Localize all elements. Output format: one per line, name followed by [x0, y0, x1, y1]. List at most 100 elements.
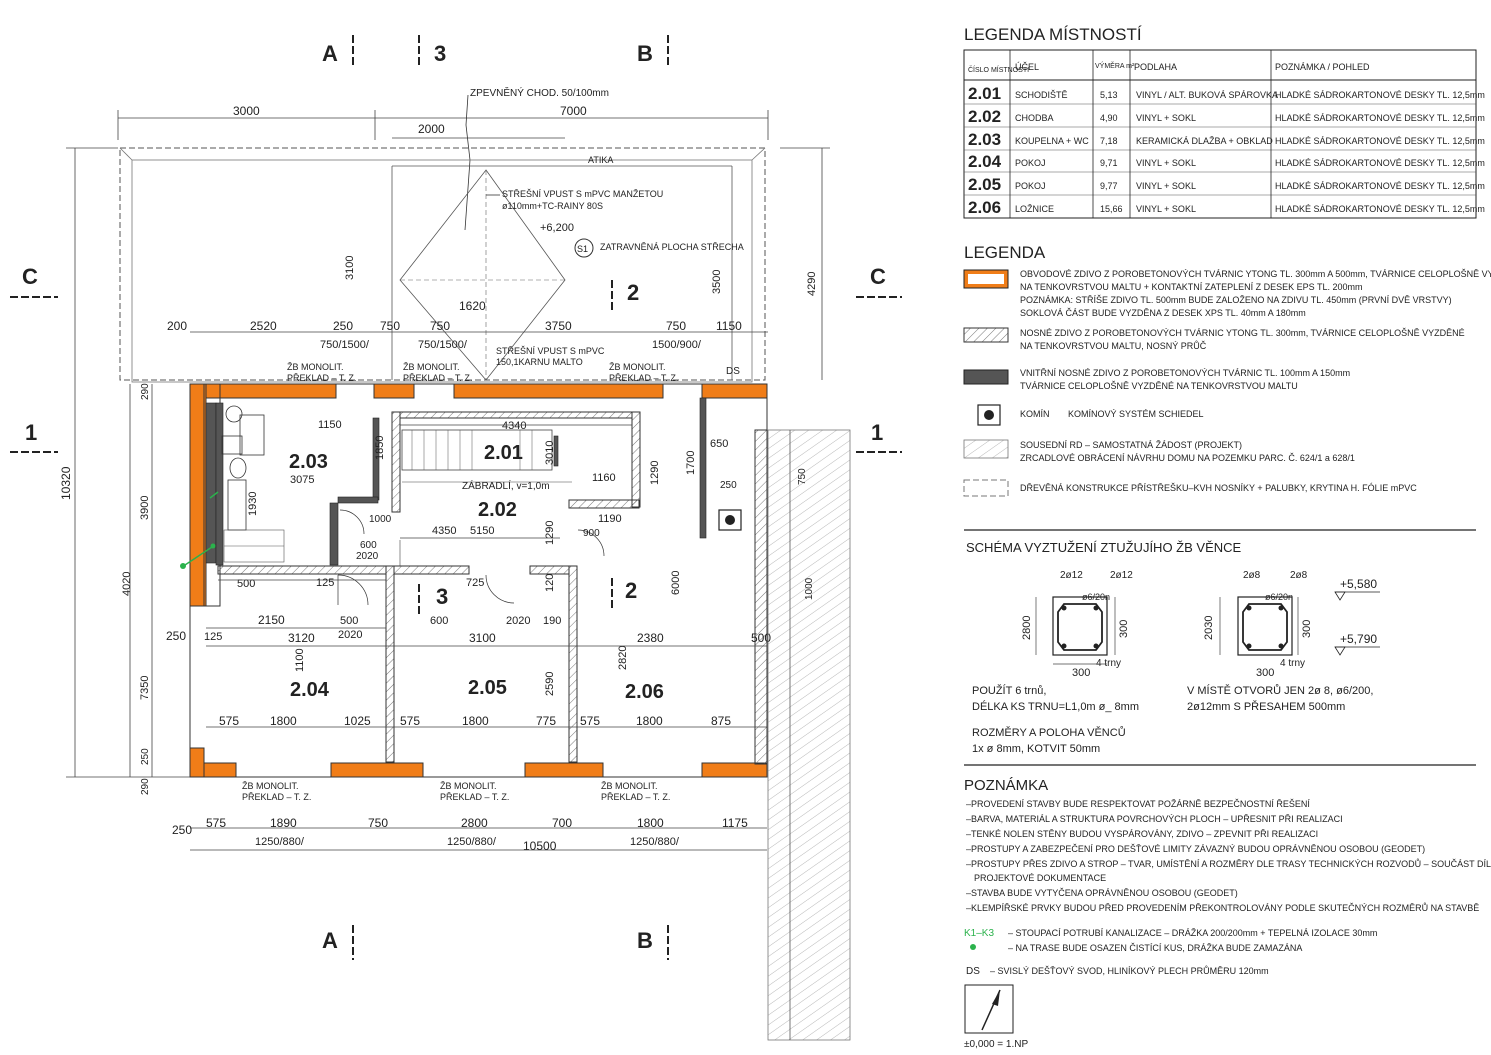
- atika-label: ATIKA: [588, 155, 613, 165]
- wall-top-3: [453, 383, 664, 399]
- schema-l-note2: DÉLKA KS TRNU=L1,0m ø_ 8mm: [972, 700, 1139, 713]
- schema-l-trny: 4 trny: [1096, 658, 1121, 669]
- dim-120: 120: [544, 574, 556, 592]
- section-2-mid: 2: [625, 578, 637, 603]
- legend-gray-1: TVÁRNICE CELOPLOŠNĚ VYZDĚNÉ NA TENKOVRST…: [1020, 381, 1298, 391]
- legend-orange-0: OBVODOVÉ ZDIVO Z POROBETONOVÝCH TVÁRNIC …: [1020, 269, 1491, 279]
- note-2: –TENKÉ NOLEN STĚNY BUDOU VYSPÁROVÁNY, ZD…: [966, 829, 1318, 839]
- room-legend-title: LEGENDA MÍSTNOSTÍ: [964, 25, 1142, 44]
- dim-bot1-0: 575: [219, 714, 239, 728]
- schema-l-h: 2800: [1021, 616, 1033, 640]
- dim-5150: 5150: [470, 525, 494, 537]
- dim-500-b: 500: [340, 615, 358, 627]
- bottom-dimensions: 250 575 1890 750 2800 700 1800 1175 1250…: [172, 816, 767, 853]
- dim-bot2-4: 700: [552, 816, 572, 830]
- room-row-4-col-0: 2.05: [968, 175, 1001, 194]
- room-row-0-col-0: 2.01: [968, 84, 1001, 103]
- opening-bot-1: 1250/880/: [447, 836, 497, 848]
- dims-row-top: 200 2520 250 750 750 3750 750 1150 750/1…: [167, 319, 768, 383]
- dim-bot2-3: 2800: [461, 816, 488, 830]
- dim-top-5: 3750: [545, 319, 572, 333]
- vpust1-label-a: STŘEŠNÍ VPUST S mPVC MANŽETOU: [502, 189, 663, 199]
- dim-500-right: 500: [751, 631, 771, 645]
- dim-4290: 4290: [806, 272, 818, 296]
- section-3-top: 3: [434, 41, 446, 66]
- dim-bot1-7: 1800: [636, 714, 663, 728]
- schema-r-top1: 2ø8: [1243, 570, 1261, 581]
- note-1: –BARVA, MATERIÁL A STRUKTURA POVRCHOVÝCH…: [966, 814, 1343, 824]
- zero-level-note: ±0,000 = 1.NP: [964, 1039, 1028, 1050]
- room-row-3-col-4: HLADKÉ SÁDROKARTONOVÉ DESKY TL. 12,5mm: [1275, 158, 1485, 168]
- room-row-2-col-0: 2.03: [968, 130, 1001, 149]
- room-row-1-col-0: 2.02: [968, 107, 1001, 126]
- hdr-podlaha: PODLAHA: [1134, 62, 1177, 72]
- room-2-02: 2.02: [478, 499, 517, 521]
- opening-top-2: 1500/900/: [652, 339, 702, 351]
- legend-komin: KOMÍN: [1020, 409, 1050, 419]
- vpust1-label-b: ø110mm+TC-RAINY 80S: [502, 201, 603, 211]
- wall-bot-left: [189, 747, 205, 778]
- schema-r-w: 300: [1256, 667, 1274, 679]
- dim-3500: 3500: [711, 270, 723, 294]
- legend-orange-2: POZNÁMKA: STŘÍŠE ZDIVO TL. 500mm BUDE ZA…: [1020, 295, 1452, 305]
- room-row-5-col-4: HLADKÉ SÁDROKARTONOVÉ DESKY TL. 12,5mm: [1275, 204, 1485, 214]
- dim-190: 190: [543, 615, 561, 627]
- dim-10500: 10500: [523, 839, 557, 853]
- preklad-3a: ŽB MONOLIT.: [609, 362, 666, 372]
- dim-bot2-0: 575: [206, 816, 226, 830]
- schema-r-h: 2030: [1203, 616, 1215, 640]
- dim-1100: 1100: [294, 648, 306, 672]
- preklad-2a: ŽB MONOLIT.: [403, 362, 460, 372]
- dim-4020: 4020: [121, 572, 133, 596]
- green-dot-icon: [970, 944, 976, 950]
- legend-drevena: DŘEVĚNÁ KONSTRUKCE PŘÍSTŘEŠKU–KVH NOSNÍK…: [1020, 483, 1417, 493]
- schema-r-lev1: +5,580: [1340, 577, 1377, 591]
- ds-note-text: – SVISLÝ DEŠŤOVÝ SVOD, HLINÍKOVÝ PLECH P…: [990, 965, 1269, 976]
- k-text1: – STOUPACÍ POTRUBÍ KANALIZACE – DRÁŽKA 2…: [1008, 928, 1377, 938]
- dim-650: 650: [710, 438, 728, 450]
- vpust2-label-b: 150,1KARNU MALTO: [496, 357, 583, 367]
- dim-3010: 3010: [544, 441, 556, 465]
- section-a-bottom: A: [322, 928, 338, 953]
- dim-2380: 2380: [637, 631, 664, 645]
- hdr-ucel: ÚČEL: [1015, 62, 1039, 72]
- legend-orange-3: SOKLOVÁ ČÁST BUDE VYZDĚNA Z DESEK XPS TL…: [1020, 308, 1306, 318]
- dim-125-a: 125: [316, 577, 334, 589]
- building: 2.03 2.01 2.02 2.04 2.05 2.06 4340 ZÁBRA…: [180, 383, 771, 802]
- dim-3000: 3000: [233, 104, 260, 118]
- schema-l-note4: 1x ø 8mm, KOTVIT 50mm: [972, 743, 1100, 755]
- wall-bot-4: [701, 762, 768, 778]
- dim-2820: 2820: [617, 646, 629, 670]
- vpust2-label-a: STŘEŠNÍ VPUST S mPVC: [496, 346, 605, 356]
- schema-l-top1: 2ø12: [1060, 570, 1083, 581]
- wall-top-4: [701, 383, 768, 399]
- schema-l-w: 300: [1072, 667, 1090, 679]
- room-row-3-col-0: 2.04: [968, 152, 1002, 171]
- preklad-3b: PŘEKLAD – T. Z.: [609, 373, 678, 383]
- north-arrow-icon: [964, 984, 1014, 1034]
- ds-label: DS: [726, 366, 740, 377]
- neighbor-house-area: [767, 429, 851, 1041]
- dim-1150: 1150: [318, 419, 342, 431]
- dim-4350: 4350: [432, 525, 456, 537]
- dim-top-1: 2520: [250, 319, 277, 333]
- section-b-top: B: [637, 41, 653, 66]
- notes: POZNÁMKA –PROVEDENÍ STAVBY BUDE RESPEKTO…: [964, 777, 1491, 1050]
- note-6: –STAVBA BUDE VYTYČENA OPRÁVNĚNOU OSOBOU …: [966, 888, 1238, 898]
- dim-250-bot: 250: [172, 823, 192, 837]
- schema-l-note1: POUŽÍT 6 trnů,: [972, 684, 1046, 697]
- room-row-0-col-1: SCHODIŠTĚ: [1015, 90, 1068, 100]
- dim-bot2-2: 750: [368, 816, 388, 830]
- section-1-right: 1: [871, 420, 883, 445]
- dim-290-b: 290: [140, 778, 151, 795]
- opening-top-0: 750/1500/: [320, 339, 370, 351]
- dim-600-b: 600: [430, 615, 448, 627]
- dim-6000: 6000: [670, 571, 682, 595]
- section-c-left: C: [22, 264, 38, 289]
- hdr-poznamka: POZNÁMKA / POHLED: [1275, 62, 1370, 72]
- dim-1000: 1000: [369, 514, 392, 525]
- dim-125-b: 125: [204, 631, 222, 643]
- dim-3075: 3075: [290, 474, 314, 486]
- preklad-5b: PŘEKLAD – T. Z.: [440, 792, 509, 802]
- dim-bot2-5: 1800: [637, 816, 664, 830]
